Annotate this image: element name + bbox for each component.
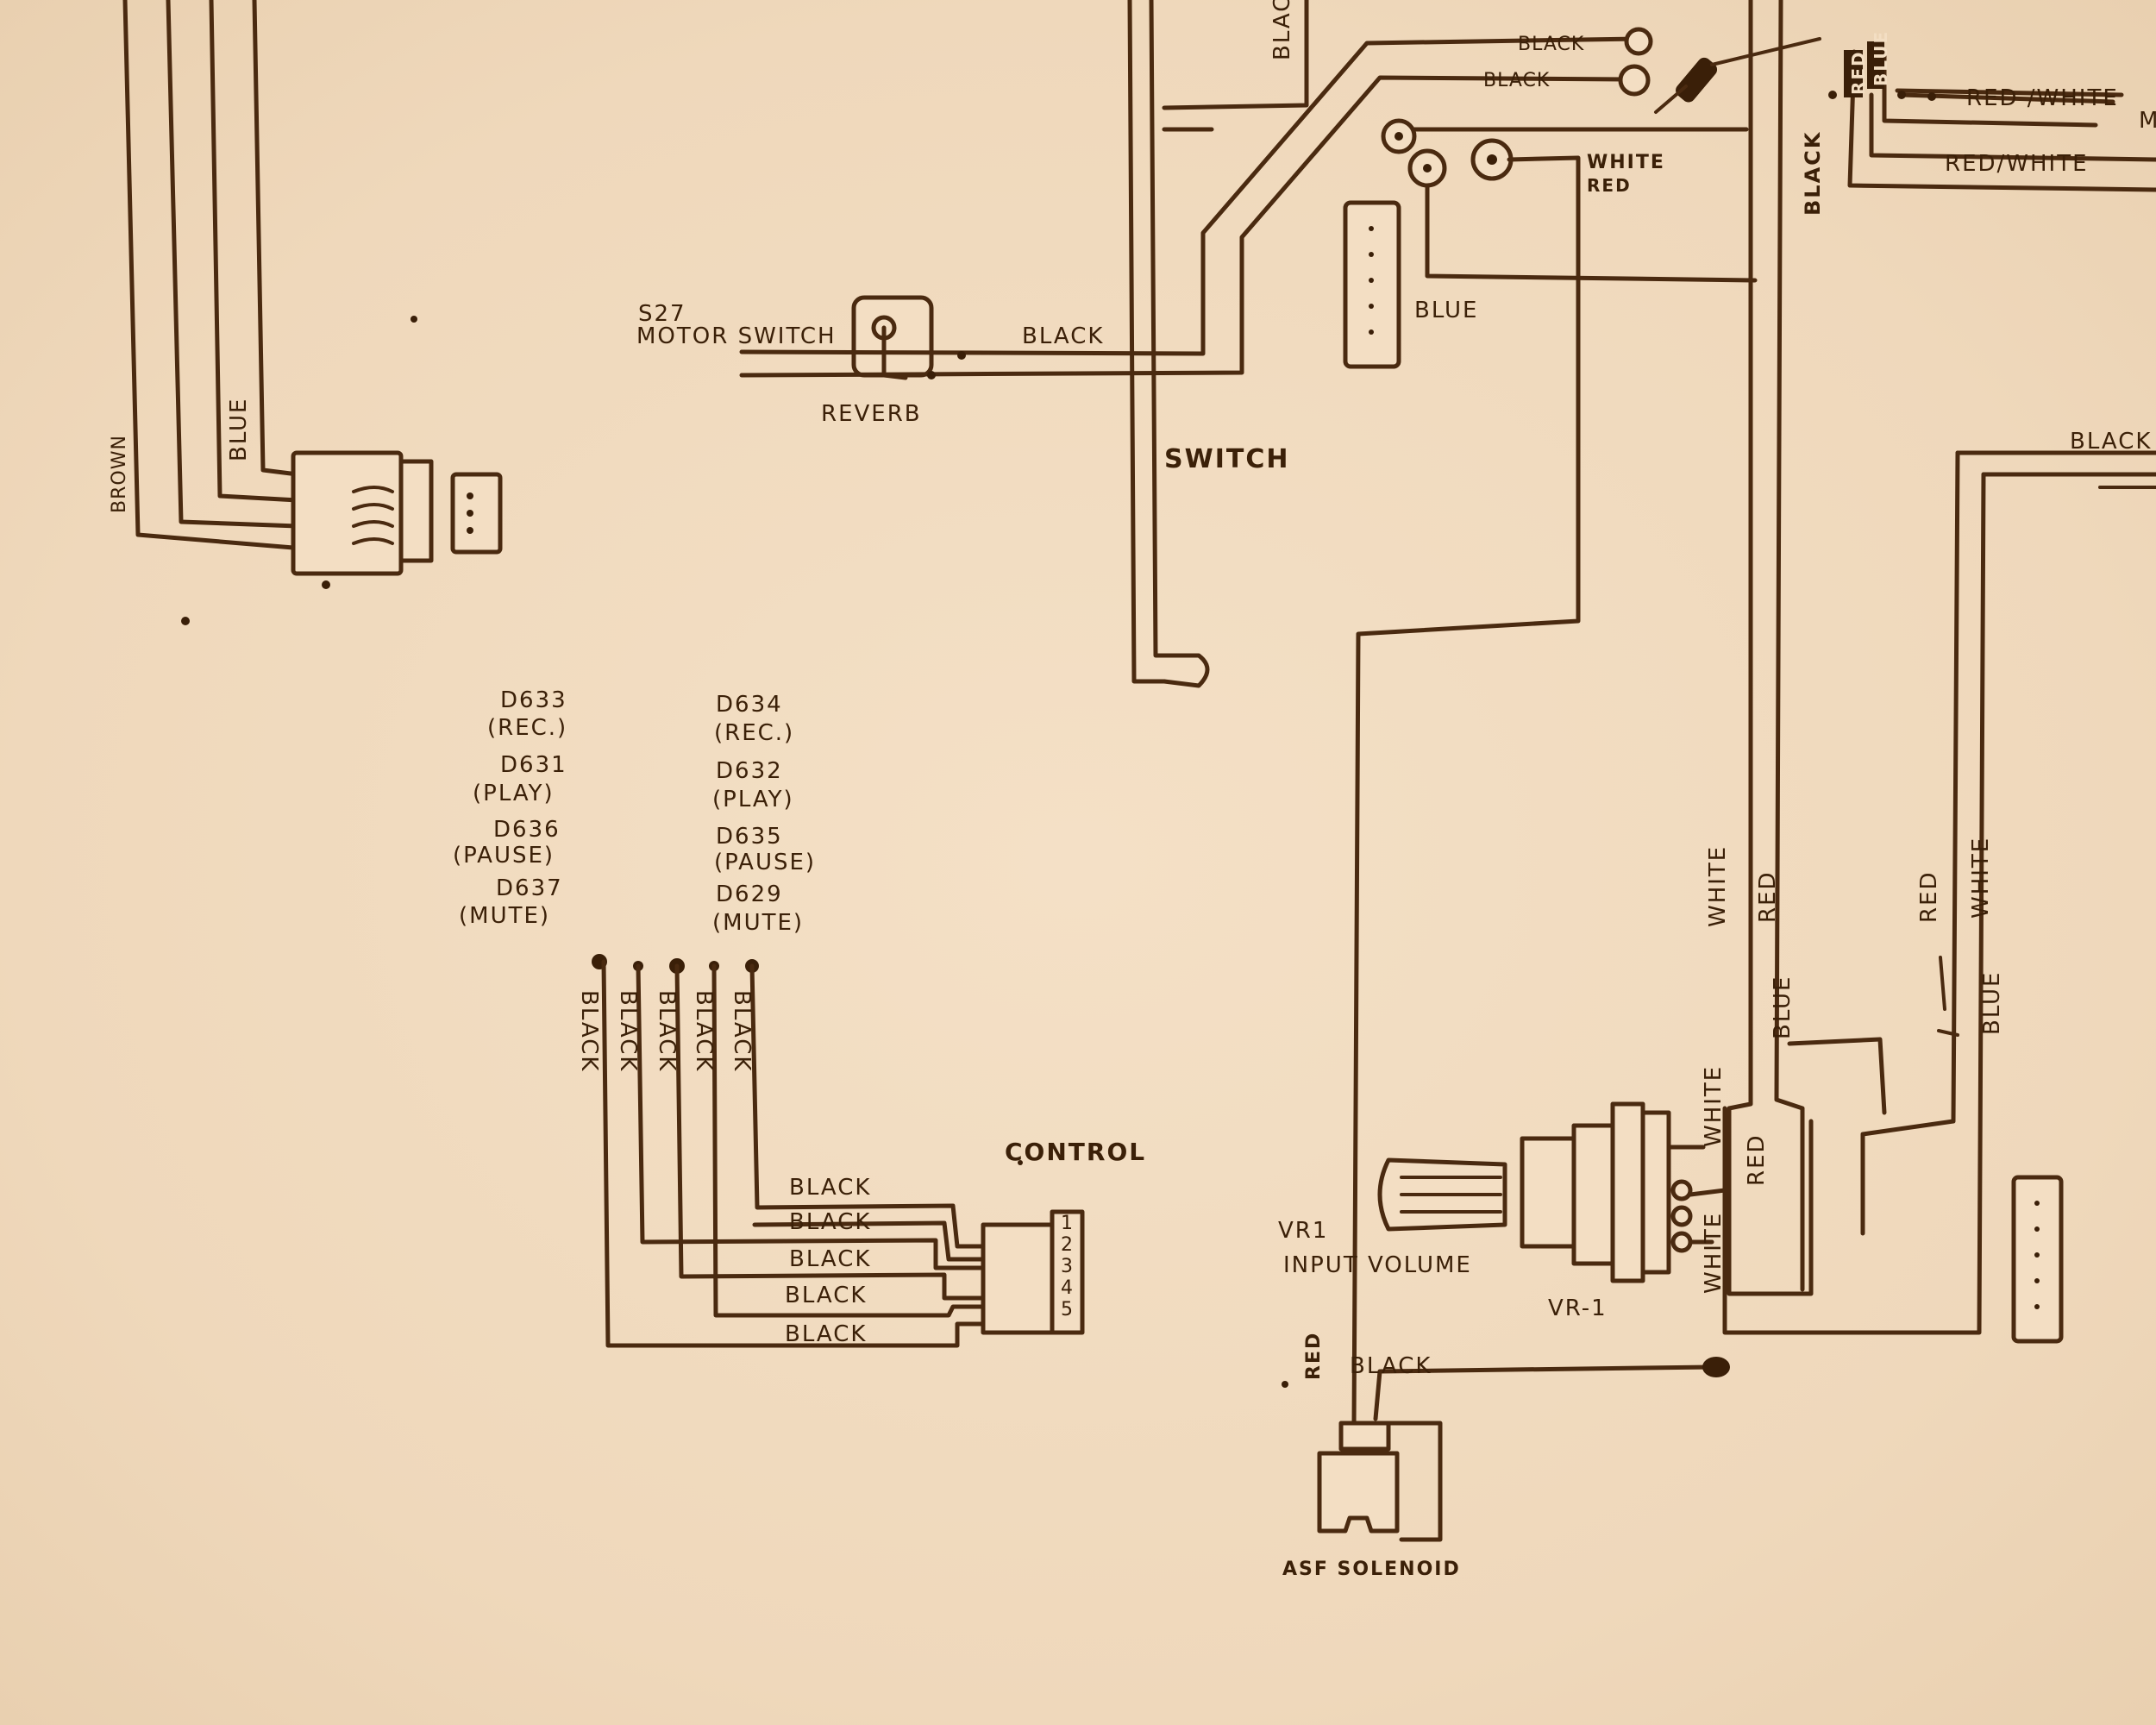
- label-red-white-1: RED /WHITE: [1966, 85, 2119, 111]
- label-d634: D634: [716, 692, 783, 718]
- label-red-top: RED: [1587, 175, 1632, 196]
- label-motor-switch: MOTOR SWITCH: [636, 323, 837, 349]
- label-black-h5: BLACK: [785, 1321, 867, 1347]
- label-black-h2: BLACK: [789, 1209, 871, 1235]
- label-red-r1: RED: [1755, 870, 1781, 923]
- label-mute-2: (MUTE): [712, 910, 804, 936]
- label-black-vert-right: BLACK: [1801, 131, 1825, 216]
- label-d636: D636: [493, 817, 561, 843]
- label-red-white-2: RED/WHITE: [1945, 151, 2089, 177]
- label-switch: SWITCH: [1164, 444, 1289, 474]
- label-pin-1: 1: [1061, 1213, 1074, 1234]
- left-connector: [181, 316, 503, 625]
- label-vr-1: VR-1: [1548, 1295, 1608, 1321]
- label-black-top-vert: BLAC: [1269, 0, 1295, 60]
- right-vertical-bundle: [1727, 0, 2156, 1296]
- control-connector: [592, 954, 1085, 1348]
- label-pin-2: 2: [1061, 1234, 1074, 1256]
- label-pause-1: (PAUSE): [453, 843, 555, 869]
- label-red-bottom: RED: [1303, 1332, 1325, 1380]
- label-asf-solenoid: ASF SOLENOID: [1282, 1559, 1461, 1580]
- label-d633: D633: [500, 687, 567, 713]
- label-white-top: WHITE: [1587, 152, 1665, 173]
- motor-switch-reverb: [739, 36, 1641, 380]
- label-rec-2: (REC.): [714, 720, 794, 746]
- label-reverb: REVERB: [821, 401, 922, 427]
- label-mute-1: (MUTE): [459, 903, 550, 929]
- left-wire-bundle: [122, 0, 300, 550]
- label-white-r1: WHITE: [1705, 845, 1731, 927]
- label-black-v2: BLACK: [615, 990, 641, 1072]
- labels: BROWN BLUE BLAC BLACK BLACK WHITE RED RE…: [109, 0, 2156, 1580]
- label-play-1: (PLAY): [473, 781, 555, 806]
- label-black-bottom: BLACK: [1350, 1353, 1432, 1379]
- label-d635: D635: [716, 824, 783, 850]
- label-black-top-2: BLACK: [1483, 70, 1550, 91]
- label-blue-mid: BLUE: [1414, 298, 1479, 323]
- label-blue-r2: BLUE: [1979, 971, 2005, 1036]
- label-brown: BROWN: [109, 435, 130, 513]
- label-black-v5: BLACK: [729, 990, 755, 1072]
- label-blue-vert-top: BLUE: [1871, 30, 1891, 86]
- label-white-r2: WHITE: [1968, 837, 1994, 919]
- label-black-v4: BLACK: [691, 990, 717, 1072]
- label-vr1: VR1: [1278, 1218, 1328, 1244]
- switch-wires: [1127, 0, 1309, 688]
- label-blue-left: BLUE: [226, 398, 252, 462]
- label-pause-2: (PAUSE): [714, 850, 816, 875]
- label-black-right-top: BLACK: [2070, 429, 2152, 455]
- label-red-r2: RED: [1916, 870, 1942, 923]
- label-d632: D632: [716, 758, 783, 784]
- label-black-h1: BLACK: [789, 1175, 871, 1201]
- label-s27: S27: [638, 301, 686, 327]
- label-black-top-1: BLACK: [1518, 34, 1584, 55]
- label-d631: D631: [500, 752, 567, 778]
- label-play-2: (PLAY): [712, 787, 794, 812]
- label-blue-r1: BLUE: [1770, 975, 1796, 1040]
- label-d637: D637: [496, 875, 563, 901]
- label-black-h3: BLACK: [789, 1246, 871, 1272]
- label-rec-1: (REC.): [487, 715, 567, 741]
- label-black-motor: BLACK: [1022, 323, 1104, 349]
- label-black-v3: BLACK: [654, 990, 680, 1072]
- label-control: CONTROL: [1005, 1138, 1146, 1166]
- label-black-h4: BLACK: [785, 1283, 867, 1308]
- right-loop: [1722, 450, 2156, 1344]
- label-pin-5: 5: [1061, 1299, 1074, 1320]
- label-red-vert-top: RED: [1848, 50, 1869, 95]
- vr1-input-volume: [1377, 1101, 1727, 1283]
- top-terminals: [1343, 27, 1821, 1430]
- label-red-r3: RED: [1744, 1133, 1770, 1186]
- label-white-r4: WHITE: [1701, 1212, 1727, 1294]
- label-white-r3: WHITE: [1701, 1065, 1727, 1147]
- label-input-volume: INPUT VOLUME: [1283, 1252, 1472, 1278]
- label-m-cut: M: [2139, 108, 2156, 134]
- label-pin-4: 4: [1061, 1277, 1074, 1299]
- label-pin-3: 3: [1061, 1256, 1074, 1277]
- label-black-v1: BLACK: [576, 990, 602, 1072]
- label-d629: D629: [716, 881, 783, 907]
- asf-solenoid: [1282, 1357, 1730, 1542]
